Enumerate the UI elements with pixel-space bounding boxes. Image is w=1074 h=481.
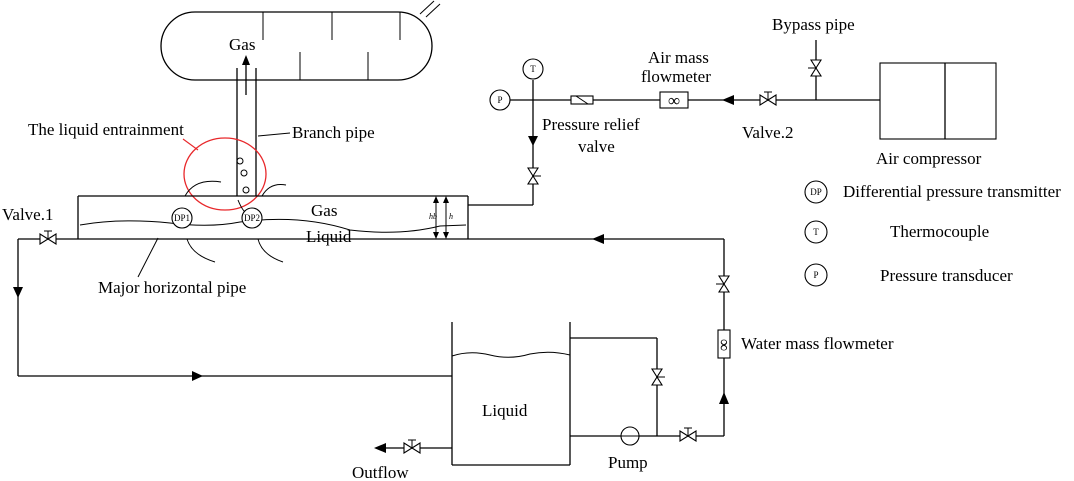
legend-p-label: Pressure transducer — [880, 266, 1013, 285]
legend-t-symbol: T — [813, 227, 819, 237]
major-pipe-label: Major horizontal pipe — [98, 278, 246, 297]
gas-separator-tank — [160, 0, 441, 81]
air-flowmeter-label-1: Air mass — [648, 48, 709, 67]
air-flowmeter-symbol: ∞ — [668, 91, 680, 110]
pump-line — [570, 426, 724, 446]
legend-dp-symbol: DP — [810, 187, 822, 197]
legend-p-symbol: P — [813, 270, 818, 280]
dp2-symbol: DP2 — [244, 213, 260, 223]
pressure-relief-label-1: Pressure relief — [542, 115, 640, 134]
pressure-relief-valve — [527, 167, 541, 185]
liquid-supply-line: ∞ — [468, 234, 734, 436]
pressure-symbol: P — [497, 95, 502, 105]
outflow-label: Outflow — [352, 463, 409, 481]
air-compressor-label: Air compressor — [876, 149, 982, 168]
legend-t-label: Thermocouple — [890, 222, 989, 241]
outflow-line — [374, 439, 452, 454]
dp2-transmitter: DP2 — [237, 184, 287, 263]
air-mass-flowmeter: ∞ — [659, 91, 689, 110]
pressure-relief-label-2: valve — [578, 137, 615, 156]
pressure-transducer-gauge: P — [489, 89, 511, 111]
dp1-transmitter: DP1 — [171, 180, 222, 263]
legend-dp-label: Differential pressure transmitter — [843, 182, 1061, 201]
branch-pipe-label: Branch pipe — [292, 123, 375, 142]
h-label: h — [449, 212, 453, 221]
valve1-label: Valve.1 — [2, 205, 53, 224]
entrainment-leader — [182, 138, 199, 151]
legend-t-item: T Thermocouple — [804, 220, 989, 244]
gas-flow-up-arrow — [242, 55, 250, 95]
valve1 — [18, 230, 78, 245]
bypass-pipe-label: Bypass pipe — [772, 15, 855, 34]
air-flowmeter-label-2: flowmeter — [641, 67, 711, 86]
thermocouple-gauge: T — [522, 58, 544, 80]
valve2 — [759, 91, 777, 106]
entrainment-circle — [183, 137, 267, 211]
pipe-gas-label: Gas — [311, 201, 337, 220]
legend-dp-item: DP Differential pressure transmitter — [804, 180, 1061, 204]
legend-p-item: P Pressure transducer — [804, 263, 1013, 287]
pump-label: Pump — [608, 453, 648, 472]
major-horizontal-pipe — [77, 195, 469, 240]
liquid-entrainment-label: The liquid entrainment — [28, 120, 184, 139]
tank-liquid-label: Liquid — [482, 401, 528, 420]
gas-flow-arrow — [722, 95, 734, 105]
tank-bypass-line — [570, 337, 665, 436]
valve2-label: Valve.2 — [742, 123, 793, 142]
bypass-pipe — [808, 40, 822, 100]
water-flowmeter-label: Water mass flowmeter — [741, 334, 894, 353]
pipe-liquid-label: Liquid — [306, 227, 352, 246]
branch-pipe — [236, 68, 257, 196]
check-valve-gas — [570, 95, 594, 105]
gas-outlet-label: Gas — [229, 35, 255, 54]
thermocouple-symbol: T — [530, 64, 536, 74]
left-return-line — [13, 239, 452, 381]
liquid-tank — [451, 322, 571, 466]
branch-pipe-leader — [257, 132, 291, 137]
legend: DP Differential pressure transmitter T T… — [804, 180, 1061, 287]
dp1-symbol: DP1 — [174, 213, 190, 223]
major-pipe-leader — [137, 237, 159, 278]
hb-label: hb — [429, 212, 437, 221]
air-compressor — [879, 62, 997, 140]
water-flowmeter-symbol: ∞ — [715, 339, 734, 351]
